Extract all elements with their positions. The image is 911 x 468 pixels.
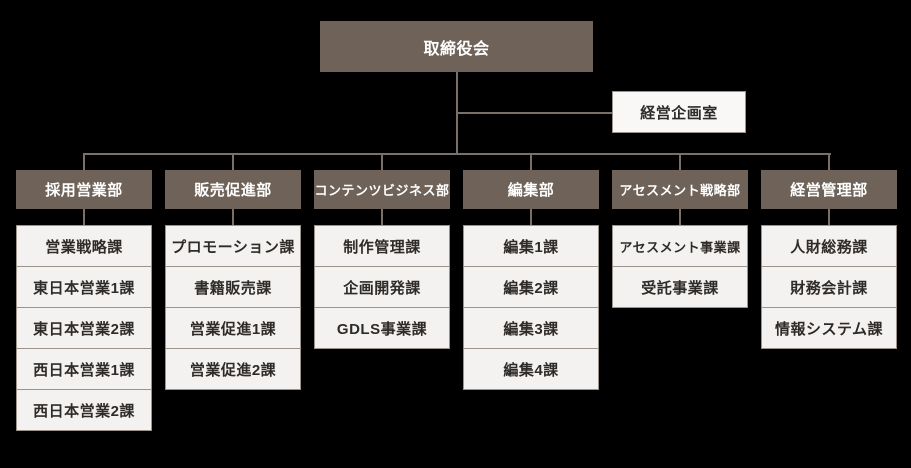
unit-box: 書籍販売課 <box>165 266 301 308</box>
unit-label: 営業促進2課 <box>189 361 277 379</box>
staff-box: 経営企画室 <box>612 91 746 133</box>
department-label: 経営管理部 <box>790 182 868 199</box>
department-box: コンテンツビジネス部 <box>314 170 450 209</box>
unit-box: 編集4課 <box>463 348 599 390</box>
unit-label: 編集1課 <box>503 238 559 256</box>
unit-box: 情報システム課 <box>761 307 897 349</box>
department-bus-line <box>84 153 831 155</box>
dept-unit-connector <box>232 209 234 225</box>
unit-box: 編集3課 <box>463 307 599 349</box>
unit-box: 営業戦略課 <box>16 225 152 267</box>
unit-label: アセスメント事業課 <box>619 239 741 255</box>
department-label: 編集部 <box>507 182 555 199</box>
unit-label: 編集3課 <box>503 320 559 338</box>
unit-box: 受託事業課 <box>612 266 748 308</box>
unit-label: 情報システム課 <box>774 320 884 338</box>
unit-label: 書籍販売課 <box>194 279 272 297</box>
org-column-content-business: コンテンツビジネス部 制作管理課 企画開発課 GDLS事業課 <box>314 153 450 349</box>
unit-box: 西日本営業2課 <box>16 389 152 431</box>
staff-branch-line <box>456 112 613 114</box>
unit-list: 編集1課 編集2課 編集3課 編集4課 <box>463 225 599 390</box>
department-label: アセスメント戦略部 <box>619 183 741 198</box>
department-box: 経営管理部 <box>761 170 897 209</box>
department-label: 採用営業部 <box>45 182 123 199</box>
unit-label: 財務会計課 <box>790 279 868 297</box>
drop-line <box>232 153 234 170</box>
unit-box: 東日本営業2課 <box>16 307 152 349</box>
org-column-assessment-strategy: アセスメント戦略部 アセスメント事業課 受託事業課 <box>612 153 748 308</box>
drop-line <box>530 153 532 170</box>
unit-list: 人財総務課 財務会計課 情報システム課 <box>761 225 897 349</box>
unit-list: 制作管理課 企画開発課 GDLS事業課 <box>314 225 450 349</box>
drop-line <box>83 153 85 170</box>
unit-list: プロモーション課 書籍販売課 営業促進1課 営業促進2課 <box>165 225 301 390</box>
unit-label: GDLS事業課 <box>336 320 428 338</box>
drop-line <box>828 153 830 170</box>
staff-label: 経営企画室 <box>640 104 718 122</box>
dept-unit-connector <box>679 209 681 225</box>
dept-unit-connector <box>83 209 85 225</box>
unit-label: 編集4課 <box>503 361 559 379</box>
department-box: 採用営業部 <box>16 170 152 209</box>
board-label: 取締役会 <box>423 40 490 58</box>
unit-box: 営業促進1課 <box>165 307 301 349</box>
department-box: 編集部 <box>463 170 599 209</box>
unit-box: プロモーション課 <box>165 225 301 267</box>
unit-label: 人財総務課 <box>790 238 868 256</box>
org-column-sales-promotion: 販売促進部 プロモーション課 書籍販売課 営業促進1課 営業促進2課 <box>165 153 301 390</box>
unit-label: 西日本営業1課 <box>33 361 135 379</box>
unit-box: 西日本営業1課 <box>16 348 152 390</box>
unit-box: 企画開発課 <box>314 266 450 308</box>
unit-box: 編集2課 <box>463 266 599 308</box>
org-column-sales-recruitment: 採用営業部 営業戦略課 東日本営業1課 東日本営業2課 西日本営業1課 西日本営… <box>16 153 152 431</box>
department-label: 販売促進部 <box>194 182 272 199</box>
unit-box: 営業促進2課 <box>165 348 301 390</box>
unit-list: アセスメント事業課 受託事業課 <box>612 225 748 308</box>
dept-unit-connector <box>828 209 830 225</box>
unit-box: GDLS事業課 <box>314 307 450 349</box>
unit-label: プロモーション課 <box>171 238 295 256</box>
org-column-editorial: 編集部 編集1課 編集2課 編集3課 編集4課 <box>463 153 599 390</box>
unit-label: 編集2課 <box>503 279 559 297</box>
department-box: アセスメント戦略部 <box>612 170 748 209</box>
drop-line <box>381 153 383 170</box>
unit-label: 営業戦略課 <box>45 238 123 256</box>
unit-box: アセスメント事業課 <box>612 225 748 267</box>
drop-line <box>679 153 681 170</box>
unit-box: 編集1課 <box>463 225 599 267</box>
unit-list: 営業戦略課 東日本営業1課 東日本営業2課 西日本営業1課 西日本営業2課 <box>16 225 152 431</box>
unit-box: 東日本営業1課 <box>16 266 152 308</box>
unit-box: 制作管理課 <box>314 225 450 267</box>
unit-label: 東日本営業1課 <box>33 279 135 297</box>
unit-label: 企画開発課 <box>343 279 421 297</box>
dept-unit-connector <box>381 209 383 225</box>
department-box: 販売促進部 <box>165 170 301 209</box>
department-label: コンテンツビジネス部 <box>314 183 450 198</box>
org-column-corporate-management: 経営管理部 人財総務課 財務会計課 情報システム課 <box>761 153 897 349</box>
unit-label: 受託事業課 <box>641 279 719 297</box>
unit-label: 東日本営業2課 <box>33 320 135 338</box>
unit-label: 西日本営業2課 <box>33 402 135 420</box>
dept-unit-connector <box>530 209 532 225</box>
unit-box: 財務会計課 <box>761 266 897 308</box>
unit-box: 人財総務課 <box>761 225 897 267</box>
unit-label: 制作管理課 <box>343 238 421 256</box>
unit-label: 営業促進1課 <box>189 320 277 338</box>
board-box: 取締役会 <box>320 21 593 72</box>
